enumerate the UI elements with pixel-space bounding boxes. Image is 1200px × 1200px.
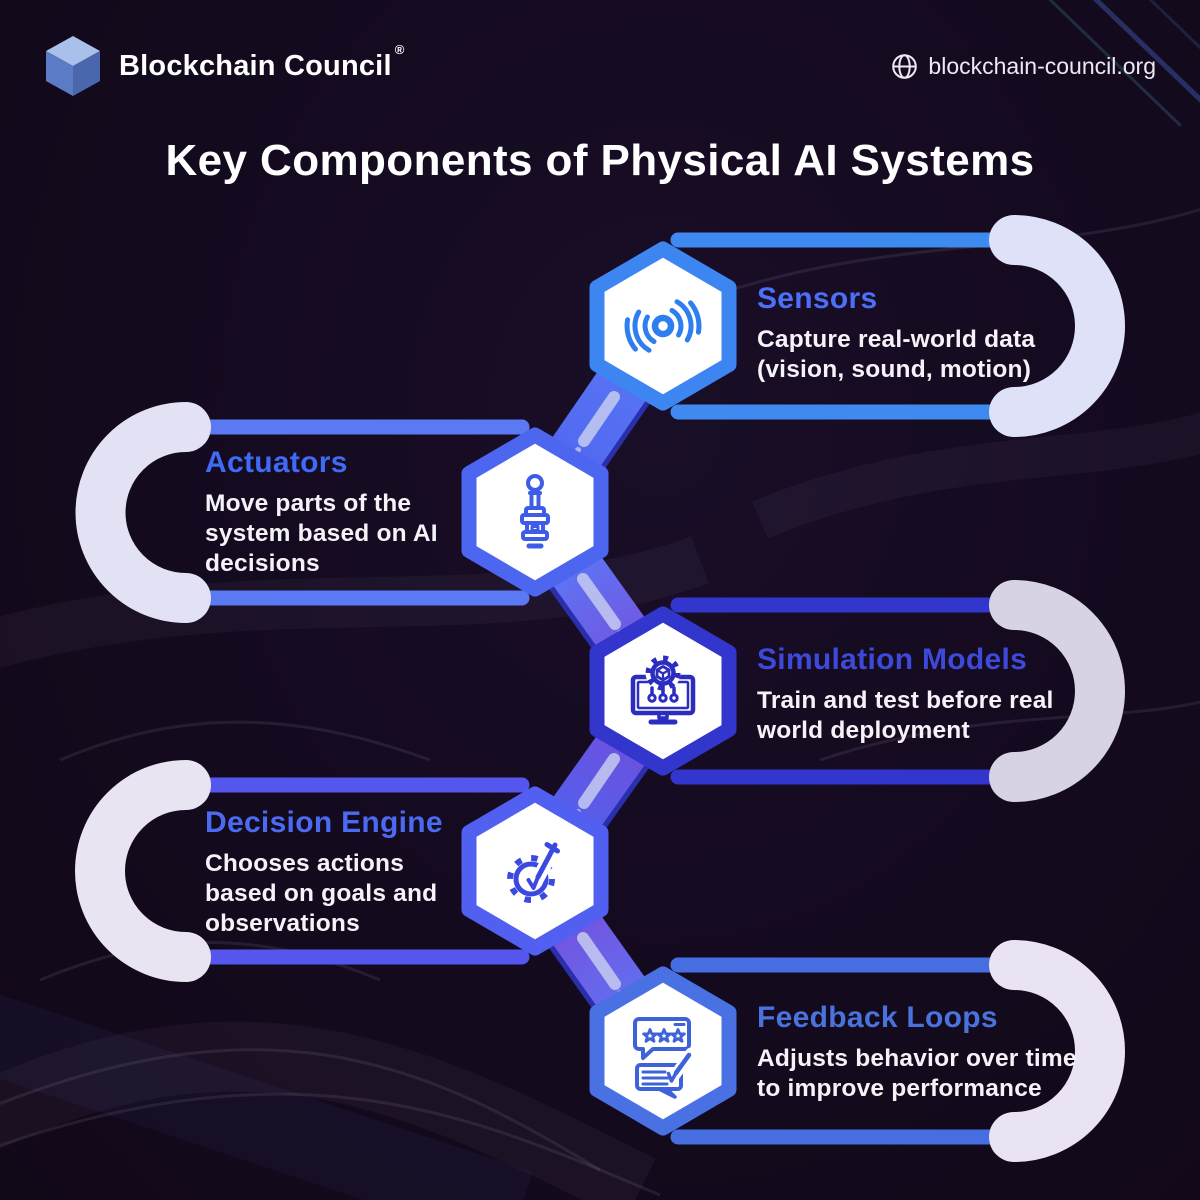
feedback-hexagon — [579, 958, 747, 1149]
decision-connector — [75, 760, 530, 982]
decision-label-block: Decision Engine Chooses actions based on… — [205, 806, 455, 939]
actuators-connector — [75, 402, 530, 623]
feedback-connector — [670, 940, 1125, 1162]
brand-logo-cube-icon — [46, 36, 100, 96]
brand: Blockchain Council® — [42, 34, 405, 98]
actuators-hexagon — [451, 419, 619, 610]
simulation-label-block: Simulation Models Train and test before … — [757, 643, 1087, 746]
page-title: Key Components of Physical AI Systems — [165, 136, 1035, 185]
globe-icon — [892, 53, 918, 79]
website-url: blockchain-council.org — [928, 52, 1156, 79]
feedback-review-icon — [633, 1017, 697, 1099]
ribbon-highlight-dashes — [577, 391, 621, 990]
gear-pencil-icon — [507, 836, 564, 903]
node-title: Feedback Loops — [757, 1001, 998, 1034]
node-description: Train and test before real world deploym… — [757, 687, 1054, 744]
feedback-label-block: Feedback Loops Adjusts behavior over tim… — [757, 1001, 1097, 1104]
sensors-hexagon — [579, 233, 747, 424]
decision-hexagon — [451, 778, 619, 969]
node-title: Decision Engine — [205, 806, 443, 839]
simulation-hexagon — [579, 598, 747, 789]
node-title: Sensors — [757, 282, 878, 315]
header: Blockchain Council® blockchain-council.o… — [42, 34, 1156, 98]
node-title: Simulation Models — [757, 643, 1028, 676]
signal-waves-icon — [624, 299, 702, 353]
sensors-connector — [670, 215, 1125, 437]
node-description: Chooses actions based on goals and obser… — [205, 850, 438, 937]
registered-mark: ® — [394, 41, 405, 57]
sensors-label-block: Sensors Capture real-world data (vision,… — [757, 282, 1067, 385]
brand-name: Blockchain Council® — [119, 41, 405, 82]
node-title: Actuators — [205, 446, 348, 479]
website: blockchain-council.org — [891, 53, 1156, 80]
joystick-icon — [520, 474, 550, 549]
simulation-connector — [670, 580, 1125, 802]
simulation-monitor-icon — [630, 655, 696, 725]
node-description: Move parts of the system based on AI dec… — [205, 490, 438, 577]
actuators-label-block: Actuators Move parts of the system based… — [205, 446, 455, 579]
node-description: Adjusts behavior over time to improve pe… — [757, 1045, 1077, 1102]
node-description: Capture real-world data (vision, sound, … — [757, 326, 1036, 383]
